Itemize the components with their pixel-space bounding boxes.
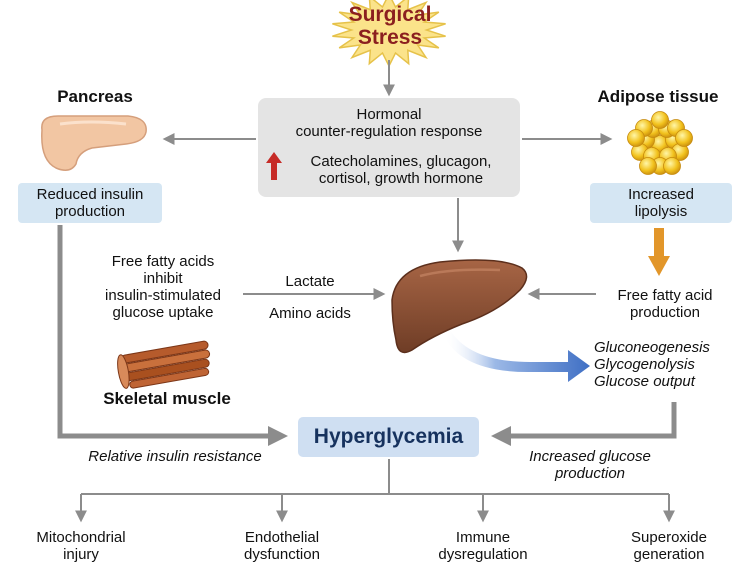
- gluconeogenesis-label: Gluconeogenesis: [594, 339, 710, 356]
- ffa-inhibit-line-3: insulin-stimulated: [105, 287, 221, 304]
- arrow-lipolysis-to-ffa: [648, 228, 670, 276]
- arrow-liver-to-glucose-output: [444, 330, 590, 382]
- arrow-insulin-resistance-to-hyperglycemia: [57, 225, 288, 446]
- ffa-inhibit-text: Free fatty acids inhibit insulin-stimula…: [78, 253, 248, 321]
- reduced-insulin-line-2: production: [54, 203, 126, 220]
- outcome-endothelial-line-1: Endothelial: [244, 529, 320, 546]
- increased-glucose-line-2: production: [554, 465, 626, 482]
- ffa-inhibit-line-2: inhibit: [143, 270, 183, 287]
- glucose-output-label: Glucose output: [594, 373, 695, 390]
- pancreas-label: Pancreas: [57, 87, 133, 106]
- adipose-label: Adipose tissue: [597, 87, 719, 106]
- lipolysis-line-1: Increased: [628, 186, 694, 203]
- liver-outputs-text: Gluconeogenesis Glycogenolysis Glucose o…: [594, 339, 734, 390]
- ffa-production-text: Free fatty acid production: [590, 287, 740, 321]
- ffa-inhibit-line-1: Free fatty acids: [111, 253, 215, 270]
- outcome-endothelial: Endothelial dysfunction: [212, 529, 352, 563]
- outcome-endothelial-line-2: dysfunction: [244, 546, 320, 563]
- outcome-mitochondrial: Mitochondrial injury: [11, 529, 151, 563]
- increased-glucose-text: Increased glucose production: [510, 448, 670, 482]
- stress-line-1: Surgical: [348, 3, 432, 26]
- adipose-icon: [627, 111, 693, 175]
- amino-acids-label: Amino acids: [269, 305, 351, 322]
- hormone-list-1: Catecholamines, glucagon,: [310, 153, 492, 170]
- muscle-icon: [117, 340, 211, 389]
- outcome-superoxide-line-2: generation: [633, 546, 705, 563]
- ffa-production-line-1: Free fatty acid: [617, 287, 713, 304]
- outcome-immune: Immune dysregulation: [413, 529, 553, 563]
- lipolysis-line-2: lipolysis: [634, 203, 688, 220]
- liver-icon: [391, 259, 528, 354]
- increased-lipolysis-box: Increased lipolysis: [590, 183, 732, 223]
- increased-glucose-line-1: Increased glucose: [529, 448, 651, 465]
- reduced-insulin-line-1: Reduced insulin: [36, 186, 144, 203]
- skeletal-muscle-label: Skeletal muscle: [103, 389, 231, 408]
- glycogenolysis-label: Glycogenolysis: [594, 356, 695, 373]
- ffa-inhibit-line-4: glucose uptake: [112, 304, 214, 321]
- lactate-label: Lactate: [285, 273, 335, 290]
- up-arrow-icon: [266, 152, 282, 180]
- pancreas-icon: [41, 115, 147, 171]
- hormonal-title-2: counter-regulation response: [295, 123, 483, 140]
- hormone-list-2: cortisol, growth hormone: [318, 170, 484, 187]
- outcome-mitochondrial-line-1: Mitochondrial: [36, 529, 126, 546]
- outcome-superoxide: Superoxide generation: [599, 529, 739, 563]
- stress-line-2: Stress: [357, 26, 423, 49]
- ffa-production-line-2: production: [629, 304, 701, 321]
- outcome-mitochondrial-line-2: injury: [63, 546, 99, 563]
- hormonal-title-1: Hormonal: [356, 106, 422, 123]
- hormonal-response-box: [258, 98, 520, 197]
- outcome-branches: [75, 459, 675, 523]
- arrow-glucose-production-to-hyperglycemia: [491, 402, 677, 446]
- hyperglycemia-box: Hyperglycemia: [298, 417, 479, 457]
- surgical-stress-label: Surgical Stress: [330, 3, 450, 49]
- reduced-insulin-box: Reduced insulin production: [18, 183, 162, 223]
- outcome-superoxide-line-1: Superoxide: [631, 529, 707, 546]
- relative-insulin-resistance-label: Relative insulin resistance: [88, 448, 262, 465]
- outcome-immune-line-1: Immune: [455, 529, 511, 546]
- outcome-immune-line-2: dysregulation: [438, 546, 528, 563]
